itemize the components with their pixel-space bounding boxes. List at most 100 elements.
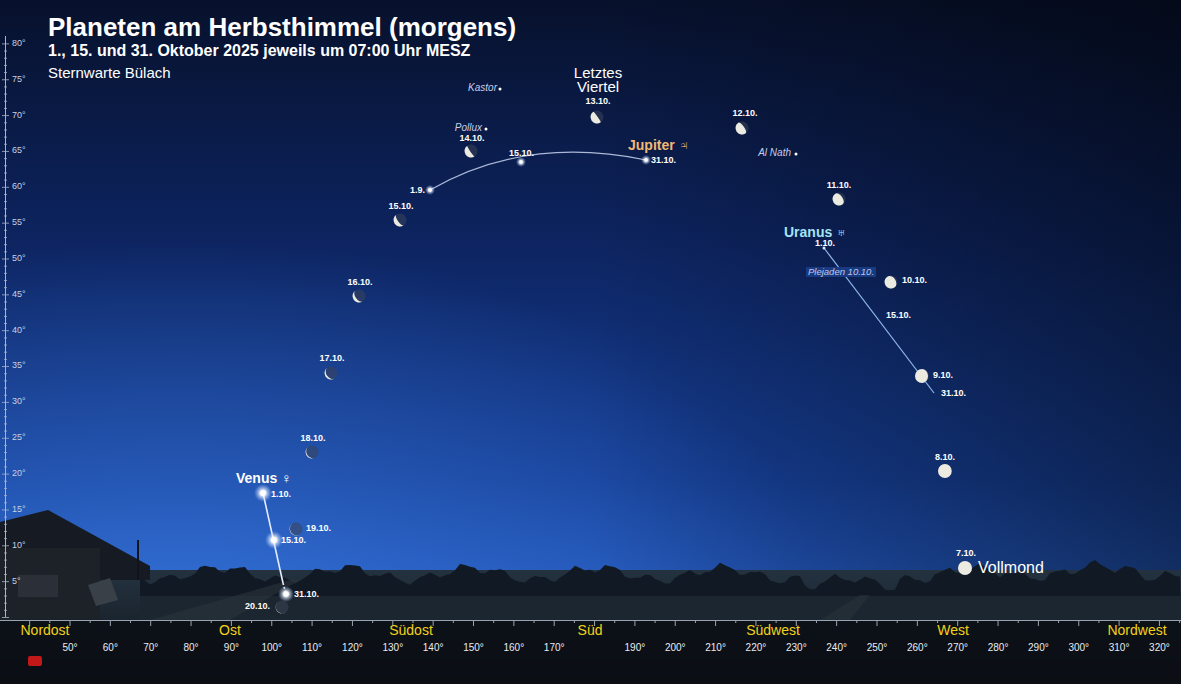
azimuth-label: 110° — [302, 643, 322, 653]
altitude-tick — [4, 502, 7, 503]
altitude-tick — [4, 302, 7, 303]
date-label: 10.10. — [902, 276, 927, 285]
moon-icon — [588, 108, 606, 126]
altitude-tick — [4, 531, 7, 532]
altitude-tick — [2, 294, 9, 295]
altitude-label: 10° — [12, 541, 26, 550]
star-name: Kastor — [468, 83, 497, 93]
azimuth-tick — [836, 620, 837, 626]
altitude-tick — [4, 409, 7, 410]
moon-icon — [391, 211, 409, 229]
azimuth-tick — [90, 620, 91, 623]
altitude-tick — [4, 108, 7, 109]
altitude-tick — [4, 524, 7, 525]
date-label: 15.10. — [509, 149, 534, 158]
altitude-tick — [2, 115, 9, 116]
azimuth-tick — [715, 620, 716, 626]
altitude-tick — [2, 474, 9, 475]
altitude-label: 50° — [12, 254, 26, 263]
altitude-label: 25° — [12, 433, 26, 442]
altitude-label: 55° — [12, 218, 26, 227]
altitude-label: 30° — [12, 397, 26, 406]
altitude-tick — [4, 466, 7, 467]
chart-subtitle: 1., 15. und 31. Oktober 2025 jeweils um … — [48, 43, 470, 59]
planet-name: Jupiter ♃ — [628, 138, 689, 152]
azimuth-tick — [493, 620, 494, 623]
azimuth-tick — [877, 620, 878, 626]
azimuth-tick — [70, 620, 71, 626]
azimuth-label: 50° — [62, 643, 77, 653]
altitude-tick — [4, 129, 7, 130]
altitude-tick — [4, 230, 7, 231]
azimuth-tick — [917, 620, 918, 626]
altitude-tick — [2, 581, 9, 582]
altitude-tick — [4, 316, 7, 317]
altitude-tick — [4, 244, 7, 245]
date-label: 16.10. — [347, 278, 372, 287]
azimuth-tick — [695, 620, 696, 623]
altitude-tick — [4, 280, 7, 281]
altitude-tick — [2, 330, 9, 331]
altitude-tick — [4, 552, 7, 553]
date-label: 9.10. — [933, 371, 953, 380]
altitude-tick — [4, 416, 7, 417]
altitude-tick — [2, 438, 9, 439]
altitude-label: 45° — [12, 290, 26, 299]
azimuth-label: 320° — [1149, 643, 1170, 653]
altitude-tick — [4, 595, 7, 596]
azimuth-tick — [675, 620, 676, 626]
azimuth-label: 130° — [382, 643, 403, 653]
altitude-tick — [2, 509, 9, 510]
date-label: 15.10. — [388, 202, 413, 211]
azimuth-label: 270° — [947, 643, 968, 653]
altitude-tick — [4, 237, 7, 238]
azimuth-tick — [554, 620, 555, 626]
date-label: 8.10. — [935, 453, 955, 462]
azimuth-label: 250° — [867, 643, 888, 653]
azimuth-label: 60° — [103, 643, 118, 653]
moon-icon — [830, 190, 848, 208]
altitude-tick — [4, 180, 7, 181]
azimuth-label: 120° — [342, 643, 363, 653]
azimuth-tick — [1058, 620, 1059, 623]
azimuth-tick — [513, 620, 514, 626]
azimuth-label: 170° — [544, 643, 565, 653]
star-name: Pollux — [455, 123, 482, 133]
date-label: 1.10. — [271, 490, 291, 499]
altitude-tick — [4, 459, 7, 460]
date-label: 17.10. — [319, 354, 344, 363]
azimuth-tick — [372, 620, 373, 623]
altitude-tick — [4, 395, 7, 396]
date-label: 31.10. — [941, 389, 966, 398]
tree-line — [140, 560, 1181, 620]
altitude-tick — [4, 158, 7, 159]
altitude-tick — [4, 94, 7, 95]
altitude-tick — [4, 452, 7, 453]
azimuth-label: 70° — [143, 643, 158, 653]
azimuth-label: 160° — [504, 643, 525, 653]
azimuth-label: 310° — [1109, 643, 1130, 653]
moon-icon — [915, 369, 929, 383]
azimuth-label: 190° — [625, 643, 646, 653]
moon-icon — [273, 598, 291, 616]
date-label: 19.10. — [306, 524, 331, 533]
phase-label: Letztes Viertel — [561, 66, 635, 95]
altitude-tick — [2, 223, 9, 224]
azimuth-tick — [655, 620, 656, 623]
altitude-label: 35° — [12, 361, 26, 370]
field — [140, 596, 1181, 620]
azimuth-tick — [170, 620, 171, 623]
moon-icon — [322, 364, 340, 382]
azimuth-tick — [534, 620, 535, 623]
altitude-tick — [4, 538, 7, 539]
date-label: 20.10. — [245, 602, 270, 611]
altitude-tick — [2, 617, 9, 618]
altitude-tick — [2, 151, 9, 152]
date-label: 1.10. — [815, 239, 835, 248]
altitude-tick — [4, 337, 7, 338]
azimuth-tick — [856, 620, 857, 623]
chart-title: Planeten am Herbsthimmel (morgens) — [48, 14, 516, 40]
altitude-label: 15° — [12, 505, 26, 514]
altitude-tick — [4, 373, 7, 374]
moon-icon — [303, 443, 321, 461]
